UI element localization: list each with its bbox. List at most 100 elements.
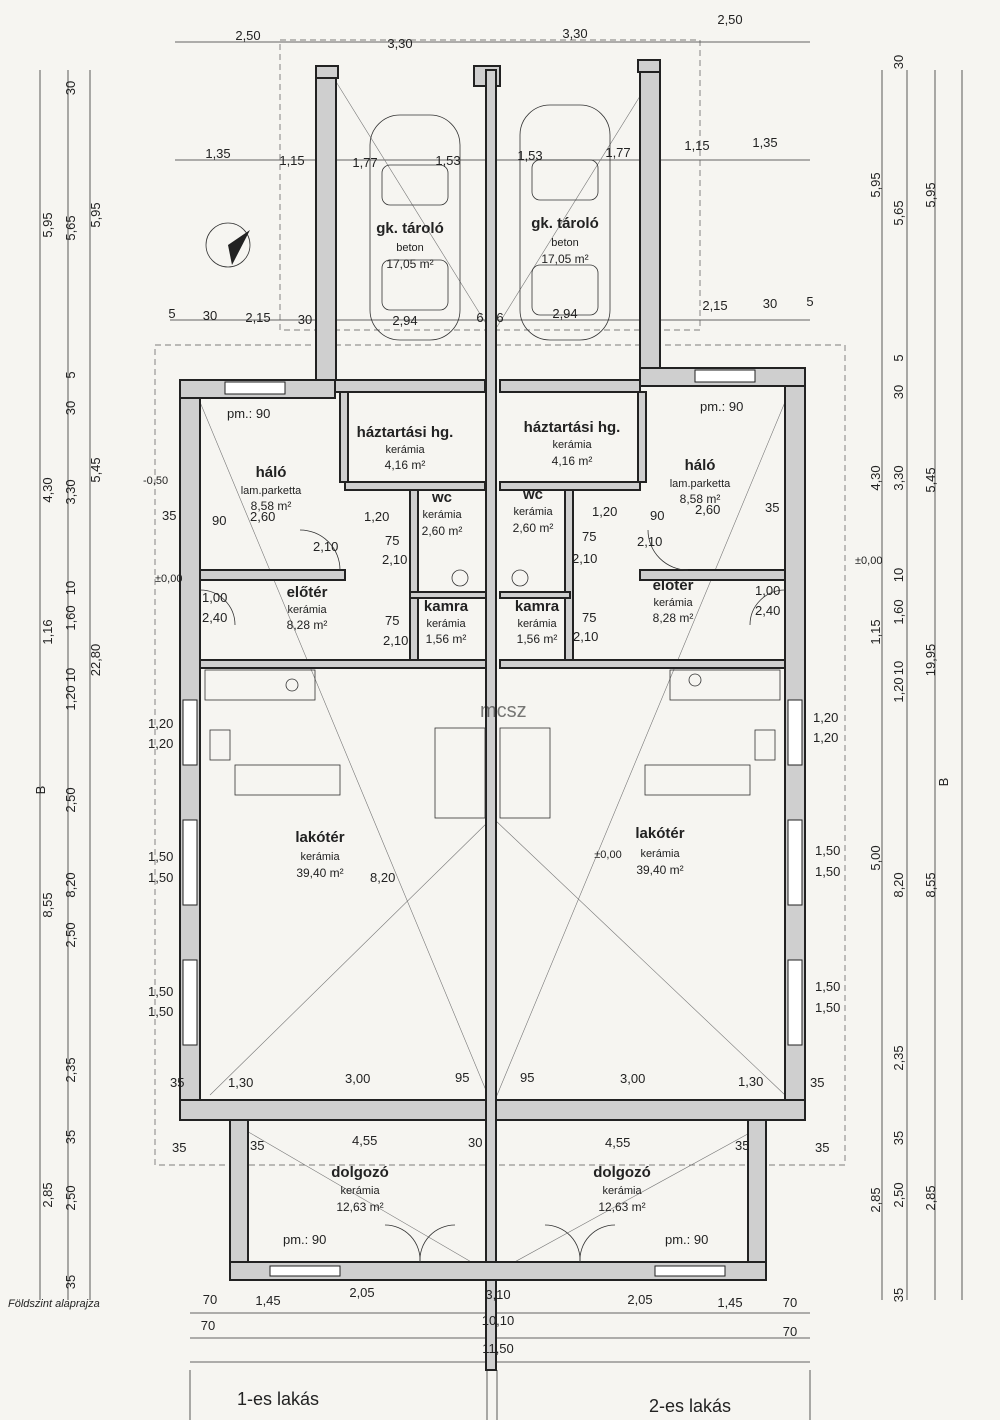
dim-text: 30 (468, 1135, 482, 1150)
dim-text: 2,35 (891, 1045, 906, 1070)
dim-text: 1,60 (63, 605, 78, 630)
hall-left-area: 8,28 m² (287, 618, 328, 632)
dim-text: 2,85 (923, 1185, 938, 1210)
dim-text: 30 (203, 308, 217, 323)
dimension-lines (39, 41, 963, 1420)
dim-text: 2,10 (637, 534, 662, 549)
dim-text: 6 (496, 310, 503, 325)
dim-text: 5,65 (63, 215, 78, 240)
dim-text: 2,50 (63, 922, 78, 947)
dim-text: 10 (891, 661, 906, 675)
pm-label: pm.: 90 (227, 406, 270, 421)
dim-text: 2,85 (40, 1182, 55, 1207)
dim-text: 30 (298, 312, 312, 327)
level-entrance-left: ±0,00 (155, 573, 182, 585)
pantry-left-area: 1,56 m² (426, 632, 467, 646)
dim-text: 1,00 (755, 583, 780, 598)
dim-text: 35 (891, 1131, 906, 1145)
wc-right-name: wc (522, 486, 543, 503)
dim-text: 70 (203, 1292, 217, 1307)
dim-text: 8,55 (923, 872, 938, 897)
dim-text: 1,53 (435, 153, 460, 168)
section-marker-left: B (33, 786, 48, 795)
wc-right-floor: kerámia (513, 506, 553, 518)
dim-text: 2,60 (250, 509, 275, 524)
dim-text: 30 (891, 385, 906, 399)
dim-text: 2,35 (63, 1057, 78, 1082)
wc-left-area: 2,60 m² (422, 524, 463, 538)
garage-bottom-dimensions: 5 30 2,15 30 2,94 6 6 2,94 2,15 30 5 (168, 294, 813, 328)
living-right-area: 39,40 m² (636, 863, 683, 877)
dim-text: 5,45 (88, 457, 103, 482)
utility-left-floor: kerámia (385, 444, 425, 456)
plan-caption: Földszint alaprajza (8, 1298, 100, 1310)
dim-text: 8,55 (40, 892, 55, 917)
right-dimensions: 305,655303,30101,60101,208,202,35352,503… (868, 55, 938, 1302)
dim-text: 35 (63, 1130, 78, 1144)
car-left (369, 114, 461, 341)
dim-text: 2,05 (349, 1285, 374, 1300)
dim-text: 5 (806, 294, 813, 309)
dim-text: 1,77 (352, 155, 377, 170)
dim-text: 30 (63, 401, 78, 415)
dim-text: 95 (455, 1070, 469, 1085)
bedroom-right-area: 8,58 m² (680, 492, 721, 506)
dim-text: 90 (650, 508, 664, 523)
dim-text: 2,40 (202, 610, 227, 625)
dim-text: 35 (162, 508, 176, 523)
study-left-area: 12,63 m² (336, 1200, 383, 1214)
dim-text: 1,30 (738, 1074, 763, 1089)
bedroom-right-floor: lam.parketta (670, 478, 731, 490)
level-entrance-right: ±0,00 (855, 555, 882, 567)
dim-text: 1,45 (255, 1293, 280, 1308)
dim-text: 30 (891, 55, 906, 69)
dim-text: 35 (172, 1140, 186, 1155)
dim-text: 35 (735, 1138, 749, 1153)
level-outside: -0,50 (143, 475, 168, 487)
dim-text: 5,00 (868, 845, 883, 870)
dim-text: 1,50 (148, 984, 173, 999)
dim-text: 5 (891, 354, 906, 361)
dim-text: 30 (63, 81, 78, 95)
dim-text: 4,55 (352, 1133, 377, 1148)
kitchen-fittings (204, 569, 781, 796)
dim-text: 35 (63, 1275, 78, 1289)
dim-text: 3,30 (562, 26, 587, 41)
dim-text: 35 (815, 1140, 829, 1155)
dim-text: 2,50 (63, 1185, 78, 1210)
dim-text: 5 (63, 371, 78, 378)
dim-text: 22,80 (88, 644, 103, 677)
room-labels: gk. tároló beton 17,05 m² gk. tároló bet… (241, 215, 731, 1214)
dim-text: 2,85 (868, 1187, 883, 1212)
dim-text: 3,00 (345, 1071, 370, 1086)
dim-text: 5,45 (923, 467, 938, 492)
dim-text: 1,50 (148, 870, 173, 885)
dim-text: 2,50 (891, 1182, 906, 1207)
utility-left-area: 4,16 m² (385, 458, 426, 472)
dim-text: 4,30 (868, 465, 883, 490)
utility-right-name: háztartási hg. (524, 419, 621, 436)
dim-text: 2,60 (695, 502, 720, 517)
pm-label: pm.: 90 (283, 1232, 326, 1247)
dim-text: 1,00 (202, 590, 227, 605)
dim-text: 1,50 (148, 1004, 173, 1019)
wc-left-floor: kerámia (422, 509, 462, 521)
dim-text: 5,95 (88, 202, 103, 227)
unit-left-label: 1-es lakás (237, 1389, 319, 1409)
dim-text: 1,60 (891, 599, 906, 624)
pm-label: pm.: 90 (665, 1232, 708, 1247)
pantry-right-area: 1,56 m² (517, 632, 558, 646)
dim-text: 2,05 (627, 1292, 652, 1307)
dim-text: 2,15 (245, 310, 270, 325)
garage-right-name: gk. tároló (531, 215, 599, 232)
dim-text: 1,30 (228, 1075, 253, 1090)
dim-text: 2,94 (392, 313, 417, 328)
dim-text: 1,50 (148, 849, 173, 864)
dim-text: 10 (891, 568, 906, 582)
dim-text: 2,94 (552, 306, 577, 321)
dim-text: 75 (582, 610, 596, 625)
dim-text: 1,35 (205, 146, 230, 161)
dim-text: 1,20 (813, 710, 838, 725)
dim-text: 1,35 (752, 135, 777, 150)
study-right-name: dolgozó (593, 1164, 650, 1181)
